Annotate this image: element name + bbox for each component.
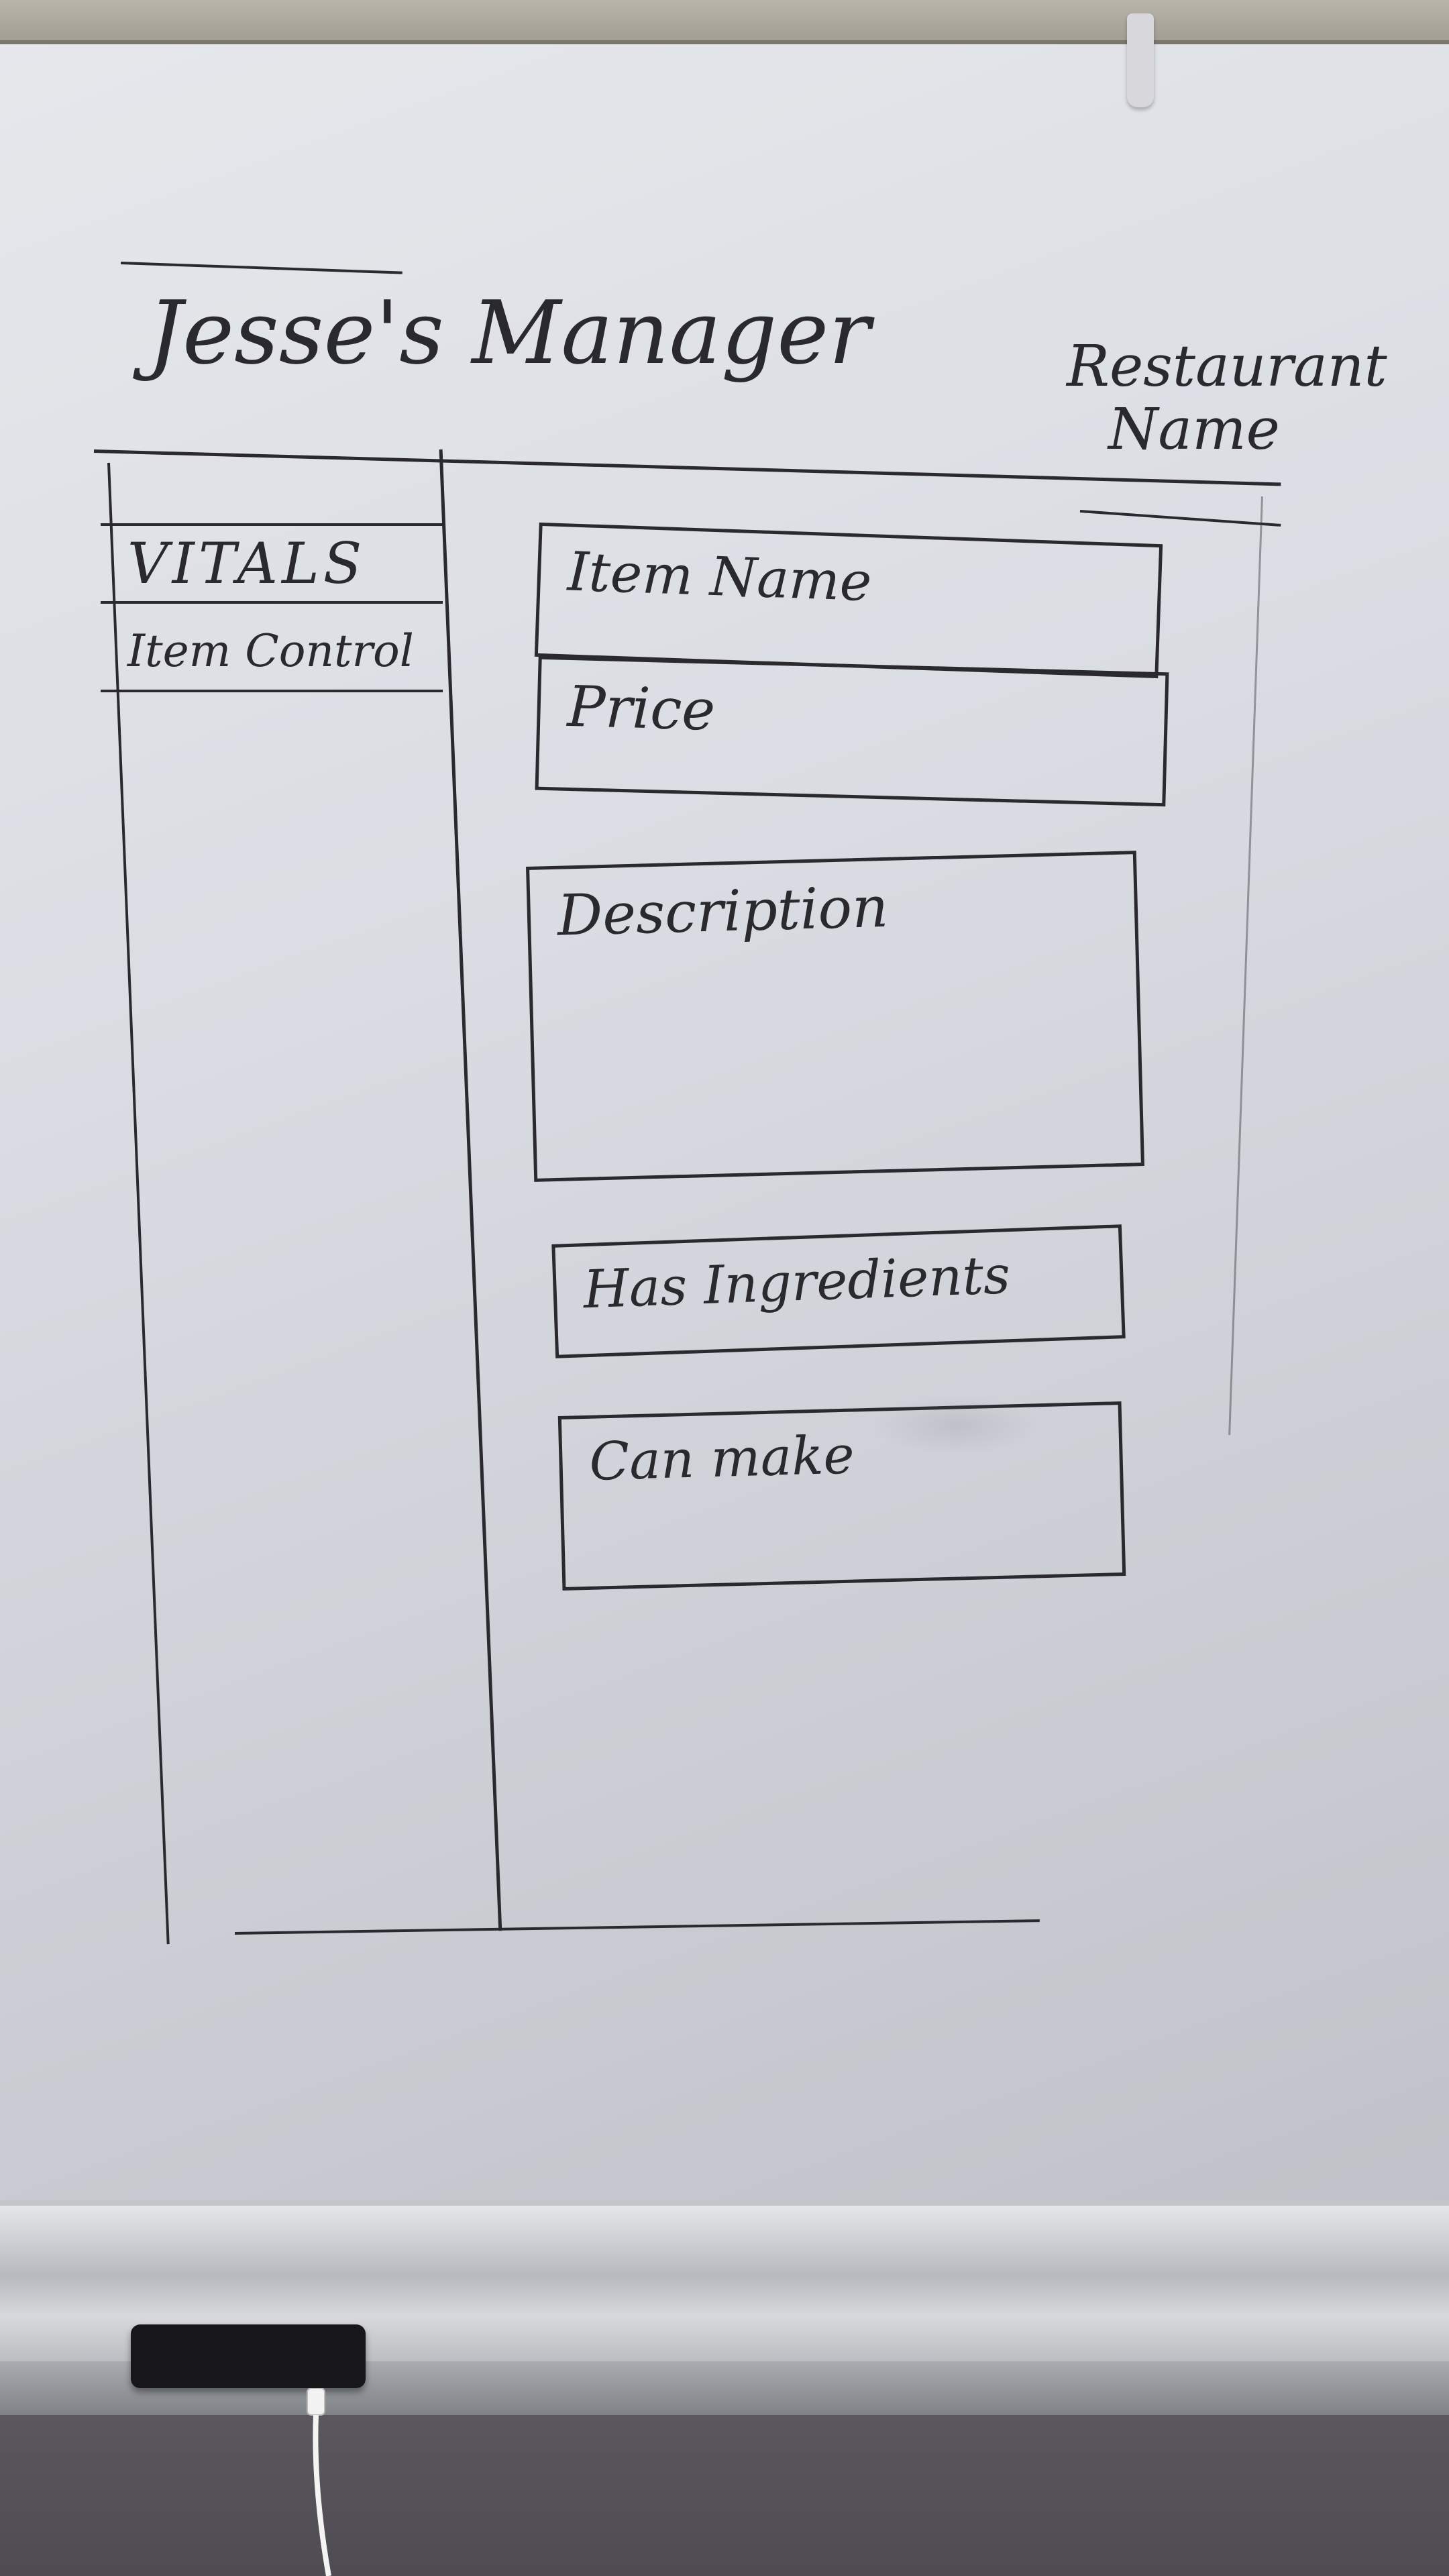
price-field[interactable]: Price [535, 655, 1169, 807]
whiteboard [0, 0, 1449, 2301]
sidebar-item-vitals[interactable]: VITALS [101, 523, 443, 604]
can-make-field[interactable]: Can make [557, 1401, 1126, 1591]
restaurant-name: Restaurant Name [1067, 333, 1387, 463]
map-rail [0, 0, 1449, 44]
has-ingredients-field[interactable]: Has Ingredients [551, 1224, 1126, 1358]
rail-hook [1127, 13, 1154, 107]
eraser-smudge [872, 1395, 1040, 1456]
app-title: Jesse's Manager [148, 282, 871, 384]
cable [307, 2388, 331, 2576]
item-name-field[interactable]: Item Name [534, 522, 1163, 679]
wall-bottom [0, 2415, 1449, 2576]
eraser [131, 2324, 366, 2388]
description-field[interactable]: Description [526, 851, 1144, 1182]
sidebar-item-item-control[interactable]: Item Control [101, 612, 443, 692]
